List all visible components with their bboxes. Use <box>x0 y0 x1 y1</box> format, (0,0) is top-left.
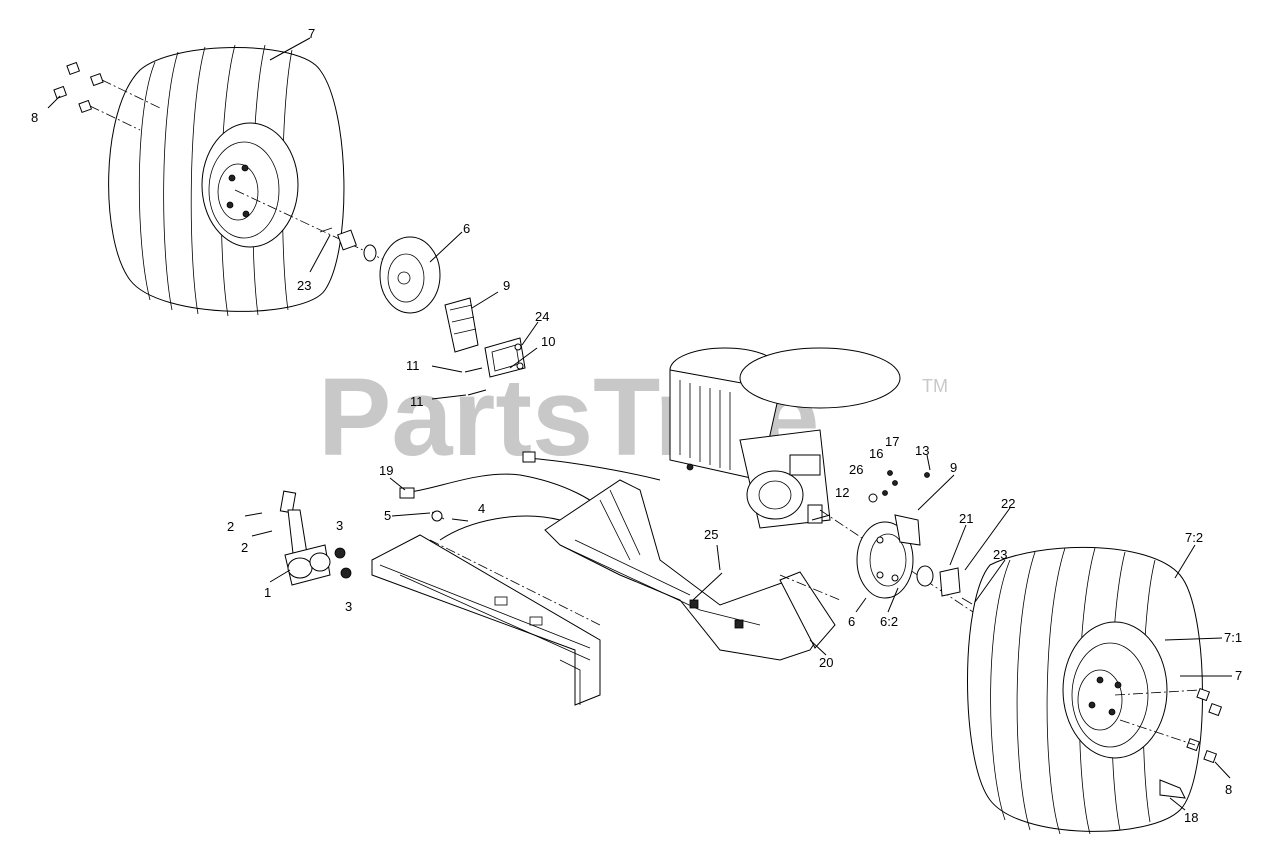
callout-21: 21 <box>959 511 973 526</box>
watermark-trademark: TM <box>922 376 948 396</box>
rear-left-wheel <box>53 44 441 317</box>
callout-5: 5 <box>384 508 391 523</box>
callout-18: 18 <box>1184 810 1198 825</box>
rear-right-wheel <box>967 546 1223 835</box>
callout-labels: 7 8 6 23 9 24 10 11 11 19 5 4 2 2 3 3 1 … <box>31 26 1242 825</box>
callout-11-b: 11 <box>410 394 424 409</box>
callout-25: 25 <box>704 527 718 542</box>
callout-6-2: 6:2 <box>880 614 898 629</box>
leader-lines <box>47 37 1232 811</box>
callout-6-right: 6 <box>848 614 855 629</box>
callout-19: 19 <box>379 463 393 478</box>
callout-8-right: 8 <box>1225 782 1232 797</box>
callout-23-top: 23 <box>297 278 311 293</box>
callout-7-2: 7:2 <box>1185 530 1203 545</box>
callout-1: 1 <box>264 585 271 600</box>
frame-rail <box>371 534 601 706</box>
callout-2-b: 2 <box>241 540 248 555</box>
callout-16: 16 <box>869 446 883 461</box>
right-hub-assembly <box>811 470 1001 631</box>
callout-4: 4 <box>478 501 485 516</box>
brake-bracket-assembly <box>444 297 526 396</box>
callout-7-right: 7 <box>1235 668 1242 683</box>
callout-17: 17 <box>885 434 899 449</box>
callout-20: 20 <box>819 655 833 670</box>
chassis-frame <box>544 479 841 661</box>
callout-7-top: 7 <box>308 26 315 41</box>
callout-23-right: 23 <box>993 547 1007 562</box>
callout-9-top: 9 <box>503 278 510 293</box>
callout-11-a: 11 <box>406 358 420 373</box>
callout-2-a: 2 <box>227 519 234 534</box>
callout-8-top: 8 <box>31 110 38 125</box>
callout-7-1: 7:1 <box>1224 630 1242 645</box>
callout-26: 26 <box>849 462 863 477</box>
transaxle-assembly <box>669 347 901 529</box>
callout-6-top: 6 <box>463 221 470 236</box>
callout-3-a: 3 <box>336 518 343 533</box>
callout-24: 24 <box>535 309 549 324</box>
callout-3-b: 3 <box>345 599 352 614</box>
callout-9-right: 9 <box>950 460 957 475</box>
callout-12: 12 <box>835 485 849 500</box>
callout-22: 22 <box>1001 496 1015 511</box>
steering-lever-assembly <box>244 490 469 586</box>
callout-10: 10 <box>541 334 555 349</box>
callout-13: 13 <box>915 443 929 458</box>
